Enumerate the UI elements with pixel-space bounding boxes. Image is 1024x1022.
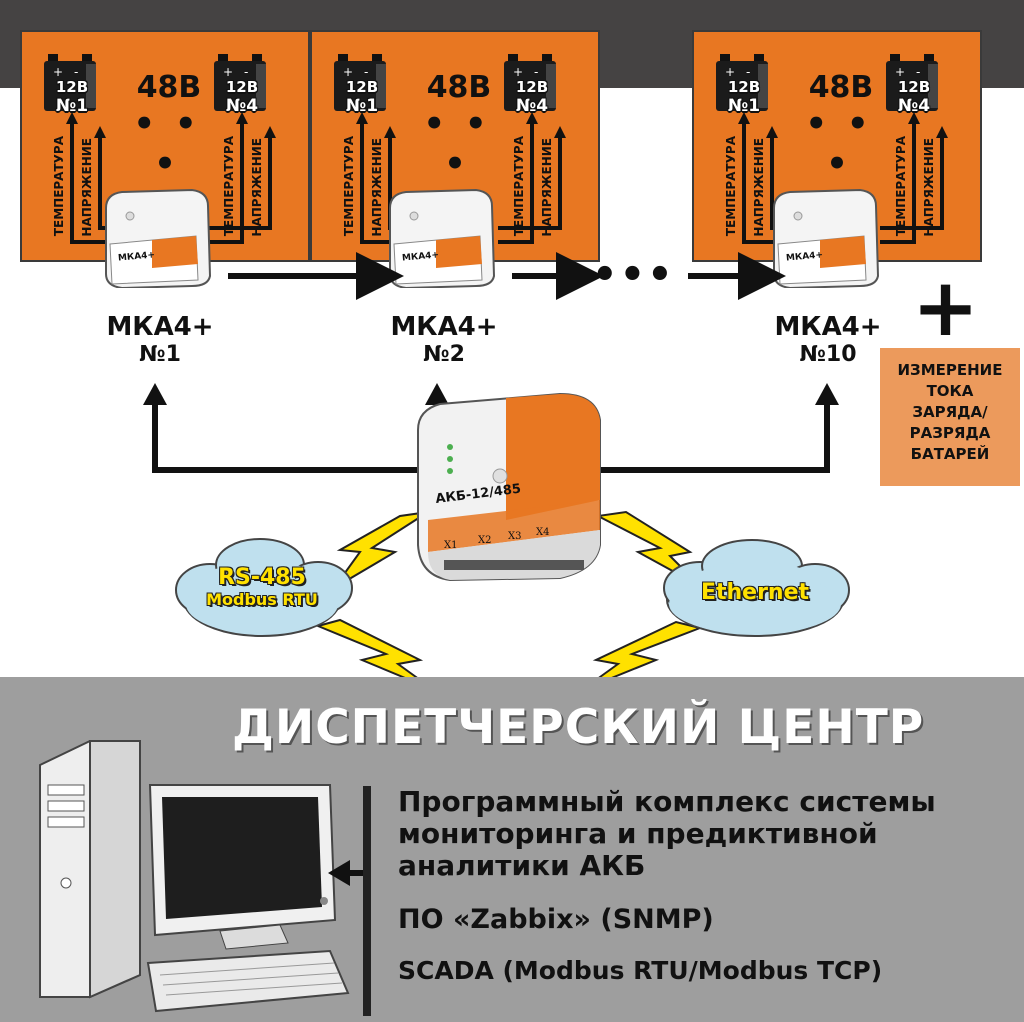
- pointer-arrow-icon: [328, 860, 366, 886]
- battery-last-number: №4: [515, 96, 549, 116]
- arrowhead-module-10: [815, 383, 839, 405]
- controller-port-x3: X3: [508, 531, 521, 542]
- current-line-3: ЗАРЯДА/: [912, 403, 988, 421]
- module-device-3: [773, 188, 880, 288]
- battery-icon-last: +-: [504, 54, 556, 111]
- battery-first-voltage: 12В: [727, 78, 761, 96]
- svg-text:+: +: [895, 65, 905, 79]
- module-name: МКА4+: [774, 312, 882, 342]
- rs485-line-2: Modbus RTU: [206, 590, 318, 609]
- dispatch-scada: SCADA (Modbus RTU/Modbus TCP): [398, 956, 883, 985]
- module-number: №2: [423, 342, 465, 367]
- battery-icon-first: +-: [44, 54, 96, 111]
- sensor-wires: [66, 112, 276, 244]
- controller-port-x1: X1: [444, 540, 457, 551]
- svg-text:-: -: [244, 65, 248, 79]
- module-device-1: [105, 188, 212, 288]
- computer-icon: [39, 740, 350, 1013]
- battery-icon-first: +-: [334, 54, 386, 111]
- arrowhead-module-1: [143, 383, 167, 405]
- module-number: №10: [799, 342, 857, 367]
- software-line-2: мониторинга и предиктивной: [398, 817, 878, 850]
- chain-ellipsis: •••: [592, 252, 675, 298]
- svg-text:+: +: [343, 65, 353, 79]
- rs485-label: RS-485 Modbus RTU: [192, 566, 332, 610]
- battery-last-number: №4: [897, 96, 931, 116]
- bolt-controller-rs485: [333, 511, 429, 589]
- dispatch-divider: [363, 786, 371, 1016]
- dispatch-zabbix: ПО «Zabbix» (SNMP): [398, 904, 714, 935]
- controller-port-x4: X4: [536, 527, 549, 538]
- module-name: МКА4+: [390, 312, 498, 342]
- battery-first-voltage: 12В: [345, 78, 379, 96]
- battery-first-number: №1: [727, 96, 761, 116]
- controller-device: [417, 392, 601, 582]
- svg-text:+: +: [725, 65, 735, 79]
- svg-text:-: -: [74, 65, 78, 79]
- battery-icon-last: +-: [886, 54, 938, 111]
- group-ellipsis: • • •: [805, 104, 873, 184]
- software-line-1: Программный комплекс системы: [398, 785, 936, 818]
- module-name: МКА4+: [106, 312, 214, 342]
- battery-last-voltage: 12В: [225, 78, 259, 96]
- svg-text:+: +: [513, 65, 523, 79]
- battery-first-number: №1: [55, 96, 89, 116]
- module-number: №1: [139, 342, 181, 367]
- svg-text:+: +: [223, 65, 233, 79]
- rs485-line-1: RS-485: [218, 565, 306, 590]
- sensor-wires: [738, 112, 948, 244]
- svg-text:-: -: [534, 65, 538, 79]
- line-controller-to-module-10: [600, 400, 830, 473]
- svg-text:-: -: [746, 65, 750, 79]
- group-voltage: 48В: [808, 70, 874, 105]
- battery-first-number: №1: [345, 96, 379, 116]
- group-voltage: 48В: [136, 70, 202, 105]
- current-line-4: РАЗРЯДА: [909, 424, 991, 442]
- group-voltage: 48В: [426, 70, 492, 105]
- ethernet-label: Ethernet: [700, 580, 810, 605]
- battery-icon-first: +-: [716, 54, 768, 111]
- rs485-cloud: [175, 538, 353, 637]
- controller-port-strip: [444, 560, 584, 570]
- current-measurement-text: ИЗМЕРЕНИЕ ТОКА ЗАРЯДА/ РАЗРЯДА БАТАРЕЙ: [880, 360, 1020, 465]
- group-ellipsis: • • •: [133, 104, 201, 184]
- software-line-3: аналитики АКБ: [398, 849, 646, 882]
- battery-last-voltage: 12В: [897, 78, 931, 96]
- current-line-2: ТОКА: [926, 382, 974, 400]
- plus-sign: +: [912, 261, 980, 354]
- dispatch-software: Программный комплекс системы мониторинга…: [398, 786, 936, 882]
- group-ellipsis: • • •: [423, 104, 491, 184]
- battery-last-number: №4: [225, 96, 259, 116]
- arrowhead-module-2: [425, 383, 449, 405]
- line-controller-to-module-1: [152, 400, 430, 473]
- svg-text:-: -: [916, 65, 920, 79]
- current-measurement-box: [880, 348, 1020, 486]
- dispatch-center-title: ДИСПЕТЧЕРСКИЙ ЦЕНТР: [232, 700, 925, 755]
- svg-text:+: +: [53, 65, 63, 79]
- current-line-5: БАТАРЕЙ: [910, 445, 990, 463]
- battery-first-voltage: 12В: [55, 78, 89, 96]
- battery-icon-last: +-: [214, 54, 266, 111]
- svg-text:-: -: [364, 65, 368, 79]
- ethernet-cloud: [663, 539, 850, 637]
- current-line-1: ИЗМЕРЕНИЕ: [897, 361, 1003, 379]
- battery-last-voltage: 12В: [515, 78, 549, 96]
- controller-port-x2: X2: [478, 535, 491, 546]
- module-device-2: [389, 188, 496, 288]
